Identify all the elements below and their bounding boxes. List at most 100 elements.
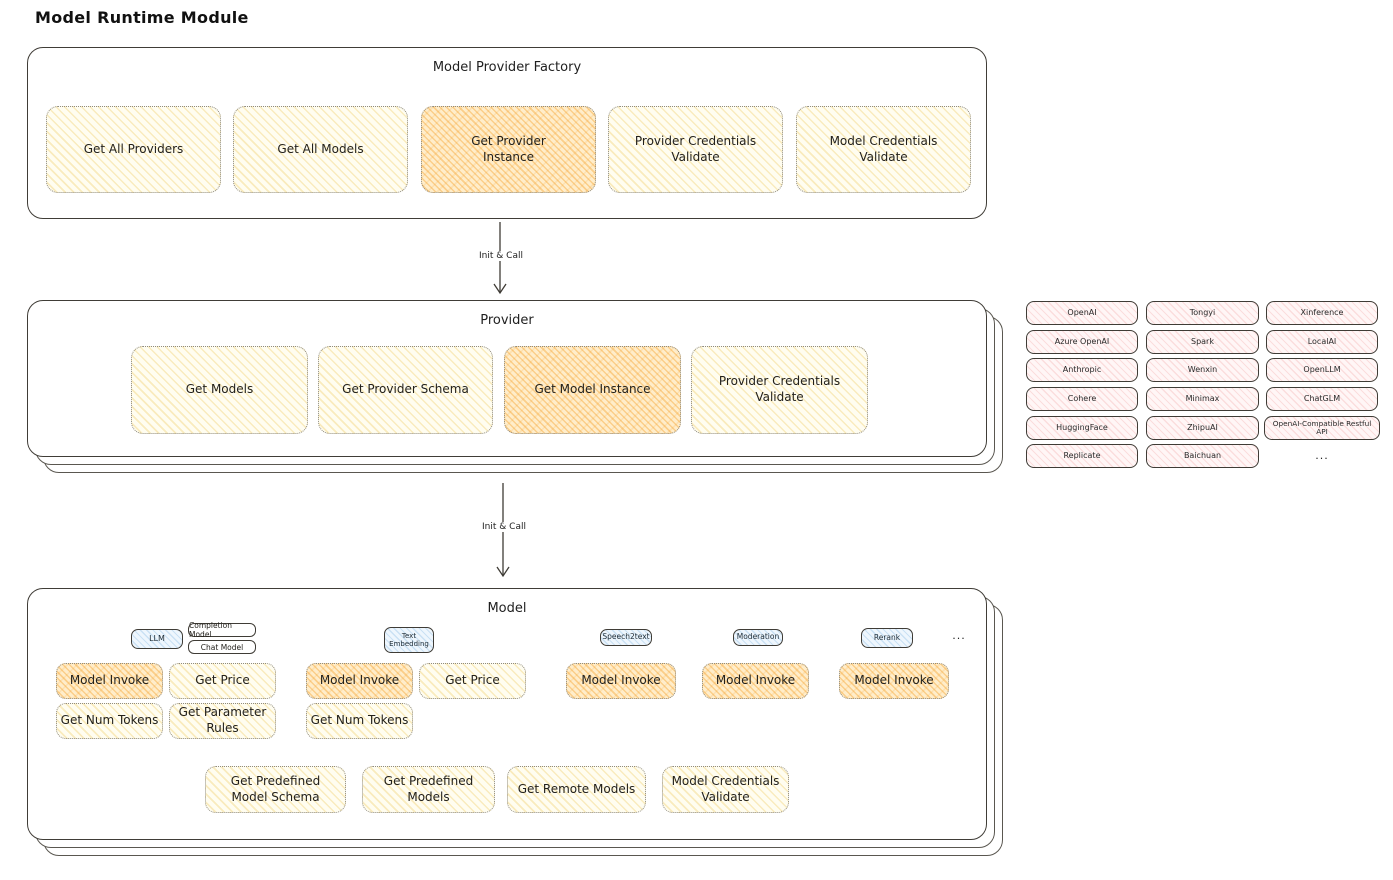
- shared-get-predefined-model-schema: Get Predefined Model Schema: [205, 766, 346, 813]
- provider-chip-label: Minimax: [1185, 393, 1220, 403]
- text-embedding-model-invoke: Model Invoke: [306, 663, 413, 699]
- action-label: Model Invoke: [715, 673, 796, 688]
- provider-chip-openai-compatible-restful-api: OpenAI-Compatible Restful API: [1264, 416, 1380, 440]
- provider-chip-baichuan: Baichuan: [1146, 444, 1259, 468]
- factory-item-label: Get All Providers: [83, 141, 184, 156]
- provider-chip-xinference: Xinference: [1266, 301, 1378, 325]
- provider-chip-cohere: Cohere: [1026, 387, 1138, 411]
- provider-chip-label: Wenxin: [1187, 364, 1218, 374]
- provider-chip-openai: OpenAI: [1026, 301, 1138, 325]
- factory-item-model-credentials-validate: Model Credentials Validate: [796, 106, 971, 193]
- tab-rerank: Rerank: [861, 628, 913, 648]
- provider-chip-zhipuai: ZhipuAI: [1146, 416, 1259, 440]
- provider-item-get-models: Get Models: [131, 346, 308, 434]
- provider-chip-label: Baichuan: [1183, 450, 1222, 460]
- provider-chip-label: Cohere: [1067, 393, 1097, 403]
- action-label: Get Parameter Rules: [178, 705, 267, 735]
- provider-list-more: ...: [1315, 449, 1329, 462]
- llm-get-price: Get Price: [169, 663, 276, 699]
- shared-get-predefined-models: Get Predefined Models: [362, 766, 495, 813]
- provider-item-label: Get Model Instance: [534, 382, 651, 397]
- provider-chip-label: HuggingFace: [1056, 422, 1108, 432]
- action-label: Get Num Tokens: [60, 713, 159, 728]
- factory-item-label: Model Credentials Validate: [829, 133, 938, 164]
- provider-box: Provider Get Models Get Provider Schema …: [27, 300, 987, 457]
- provider-chip-chatglm: ChatGLM: [1266, 387, 1378, 411]
- llm-get-parameter-rules: Get Parameter Rules: [169, 703, 276, 739]
- tab-moderation: Moderation: [733, 629, 783, 646]
- provider-chip-label: OpenAI: [1067, 307, 1097, 317]
- provider-item-provider-credentials-validate: Provider Credentials Validate: [691, 346, 868, 434]
- page-title: Model Runtime Module: [35, 8, 249, 27]
- provider-chip-label: Anthropic: [1062, 364, 1102, 374]
- provider-chip-label: ZhipuAI: [1187, 422, 1218, 432]
- factory-item-label: Get All Models: [277, 141, 364, 156]
- provider-chip-label: LocalAI: [1307, 336, 1337, 346]
- tab-label: LLM: [149, 634, 165, 644]
- action-label: Get Predefined Models: [383, 773, 474, 804]
- action-label: Get Num Tokens: [310, 713, 409, 728]
- provider-item-label: Provider Credentials Validate: [718, 374, 841, 404]
- down-arrow-icon: [496, 483, 510, 578]
- provider-chip-label: ChatGLM: [1303, 393, 1341, 403]
- provider-item-label: Get Provider Schema: [342, 382, 469, 397]
- provider-item-get-model-instance: Get Model Instance: [504, 346, 681, 434]
- tab-label: Moderation: [736, 632, 780, 642]
- provider-chip-openllm: OpenLLM: [1266, 358, 1378, 382]
- action-label: Model Invoke: [581, 673, 661, 688]
- llm-model-invoke: Model Invoke: [56, 663, 163, 699]
- factory-item-get-provider-instance: Get Provider Instance: [421, 106, 596, 193]
- provider-chip-huggingface: HuggingFace: [1026, 416, 1138, 440]
- init-call-label: Init & Call: [462, 522, 546, 532]
- tab-completion-model: Completion Model: [188, 621, 256, 639]
- init-call-label: Init & Call: [459, 251, 543, 261]
- provider-chip-label: Spark: [1191, 336, 1214, 346]
- provider-chip-anthropic: Anthropic: [1026, 358, 1138, 382]
- action-label: Model Credentials Validate: [671, 773, 780, 804]
- shared-model-credentials-validate: Model Credentials Validate: [662, 766, 789, 813]
- tab-label: Text Embedding: [389, 631, 429, 648]
- factory-title: Model Provider Factory: [432, 60, 582, 75]
- factory-item-label: Get Provider Instance: [471, 133, 546, 164]
- provider-title: Provider: [480, 313, 534, 328]
- provider-chip-minimax: Minimax: [1146, 387, 1259, 411]
- model-tabs-more: ...: [952, 629, 966, 642]
- provider-chip-spark: Spark: [1146, 330, 1259, 354]
- tab-label: Rerank: [873, 632, 901, 642]
- action-label: Model Invoke: [319, 673, 400, 688]
- shared-get-remote-models: Get Remote Models: [507, 766, 646, 813]
- factory-item-get-all-models: Get All Models: [233, 106, 408, 193]
- speech2text-model-invoke: Model Invoke: [566, 663, 676, 699]
- provider-chip-tongyi: Tongyi: [1146, 301, 1259, 325]
- action-label: Get Predefined Model Schema: [230, 773, 321, 804]
- provider-chip-label: OpenLLM: [1303, 364, 1341, 374]
- llm-get-num-tokens: Get Num Tokens: [56, 703, 163, 739]
- provider-chip-label: OpenAI-Compatible Restful API: [1272, 418, 1372, 436]
- tab-chat-model: Chat Model: [188, 640, 256, 654]
- provider-item-label: Get Models: [185, 382, 254, 397]
- provider-chip-label: Replicate: [1063, 450, 1101, 460]
- provider-chip-replicate: Replicate: [1026, 444, 1138, 468]
- factory-box: Model Provider Factory Get All Providers…: [27, 47, 987, 219]
- provider-chip-label: Tongyi: [1189, 307, 1216, 317]
- action-label: Get Price: [445, 673, 500, 688]
- provider-chip-label: Azure OpenAI: [1054, 336, 1110, 346]
- tab-llm: LLM: [131, 629, 183, 649]
- moderation-model-invoke: Model Invoke: [702, 663, 809, 699]
- tab-text-embedding: Text Embedding: [384, 627, 434, 653]
- action-label: Get Remote Models: [517, 781, 636, 796]
- provider-chip-localai: LocalAI: [1266, 330, 1378, 354]
- action-label: Model Invoke: [69, 673, 150, 688]
- tab-speech2text: Speech2text: [600, 629, 652, 646]
- factory-item-label: Provider Credentials Validate: [634, 133, 757, 164]
- tab-label: Speech2text: [602, 632, 650, 642]
- factory-item-get-all-providers: Get All Providers: [46, 106, 221, 193]
- text-embedding-get-price: Get Price: [419, 663, 526, 699]
- tab-label: Chat Model: [200, 642, 244, 652]
- model-title: Model: [487, 601, 527, 616]
- model-box: Model LLM Completion Model Chat Model Te…: [27, 588, 987, 840]
- provider-chip-azure-openai: Azure OpenAI: [1026, 330, 1138, 354]
- factory-item-provider-credentials-validate: Provider Credentials Validate: [608, 106, 783, 193]
- provider-chip-wenxin: Wenxin: [1146, 358, 1259, 382]
